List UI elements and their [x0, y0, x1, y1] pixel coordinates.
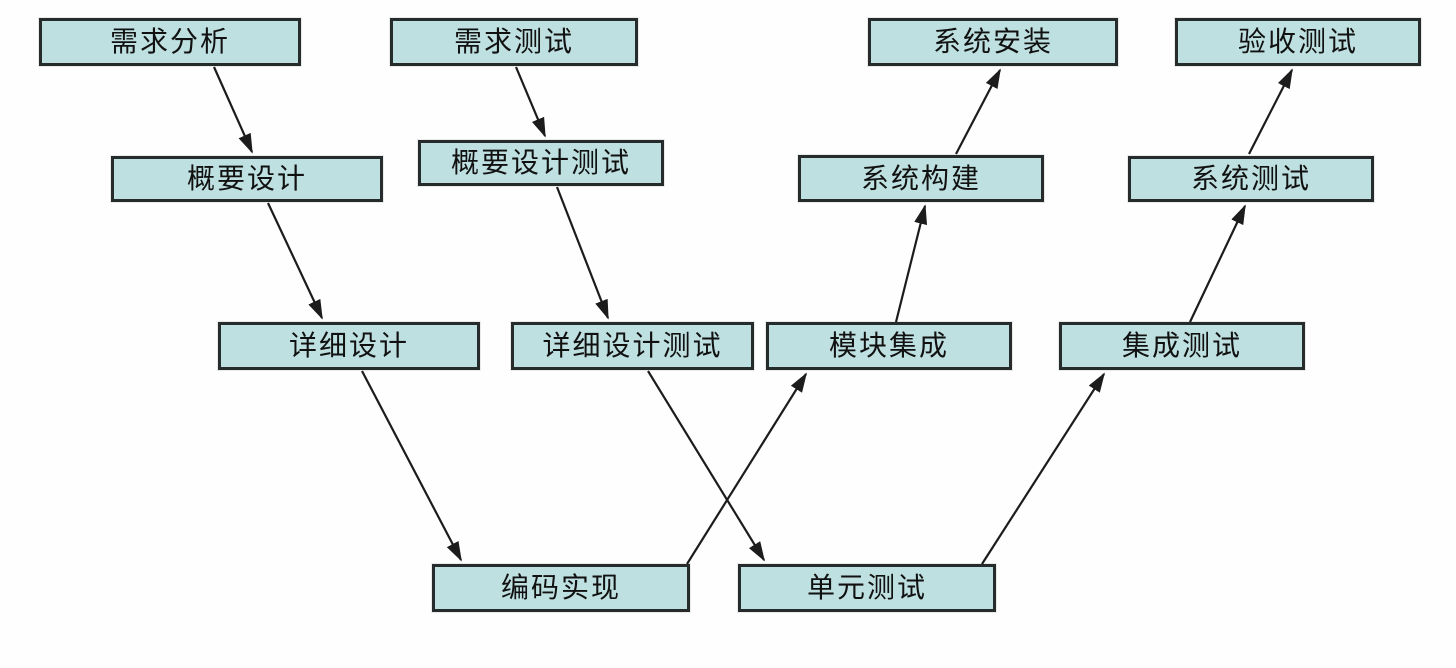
arrow-high-level-design-to-detailed-design [267, 202, 323, 320]
arrow-integration-test-to-system-test [1189, 204, 1246, 323]
flow-node-coding: 编码实现 [432, 564, 690, 612]
flow-node-label: 系统测试 [1190, 162, 1311, 195]
flow-node-label: 需求测试 [453, 25, 574, 58]
flow-node-label: 详细设计测试 [542, 329, 723, 362]
arrow-detailed-design-test-to-unit-test [647, 370, 765, 562]
flow-node-label: 编码实现 [500, 571, 621, 604]
arrow-requirements-test-to-high-level-design-test [514, 66, 547, 138]
flow-node-system-test: 系统测试 [1128, 156, 1374, 202]
flow-node-label: 系统构建 [860, 161, 981, 195]
arrow-system-build-to-system-install [955, 68, 1001, 155]
flow-node-label: 详细设计 [288, 329, 409, 362]
arrow-detailed-design-to-coding [361, 370, 462, 562]
arrow-coding-to-module-integration [686, 372, 807, 565]
arrow-unit-test-to-integration-test [981, 372, 1105, 565]
flow-node-detailed-design: 详细设计 [218, 322, 480, 370]
flow-node-label: 验收测试 [1237, 25, 1358, 58]
flow-node-requirements-analysis: 需求分析 [39, 18, 301, 66]
flow-node-system-install: 系统安装 [868, 18, 1118, 66]
arrow-module-integration-to-system-build [894, 204, 928, 323]
flow-node-module-integration: 模块集成 [766, 322, 1012, 370]
flow-node-detailed-design-test: 详细设计测试 [511, 322, 754, 370]
flow-node-label: 需求分析 [109, 25, 230, 58]
flow-node-label: 集成测试 [1121, 329, 1242, 362]
flow-node-label: 模块集成 [828, 329, 949, 362]
flow-node-high-level-design: 概要设计 [111, 156, 383, 202]
flow-node-label: 概要设计测试 [450, 146, 631, 179]
flow-node-system-build: 系统构建 [798, 155, 1044, 202]
flow-node-requirements-test: 需求测试 [390, 18, 638, 66]
flow-node-label: 系统安装 [932, 25, 1053, 58]
arrow-requirements-analysis-to-high-level-design [212, 66, 254, 154]
arrow-high-level-design-test-to-detailed-design-test [555, 186, 610, 320]
flow-node-label: 单元测试 [806, 571, 927, 604]
flow-node-label: 概要设计 [186, 162, 307, 195]
flow-node-acceptance-test: 验收测试 [1175, 18, 1421, 66]
flow-node-integration-test: 集成测试 [1059, 322, 1305, 370]
flow-node-high-level-design-test: 概要设计测试 [418, 140, 664, 186]
arrow-system-test-to-acceptance-test [1248, 68, 1293, 155]
flow-node-unit-test: 单元测试 [738, 564, 996, 612]
